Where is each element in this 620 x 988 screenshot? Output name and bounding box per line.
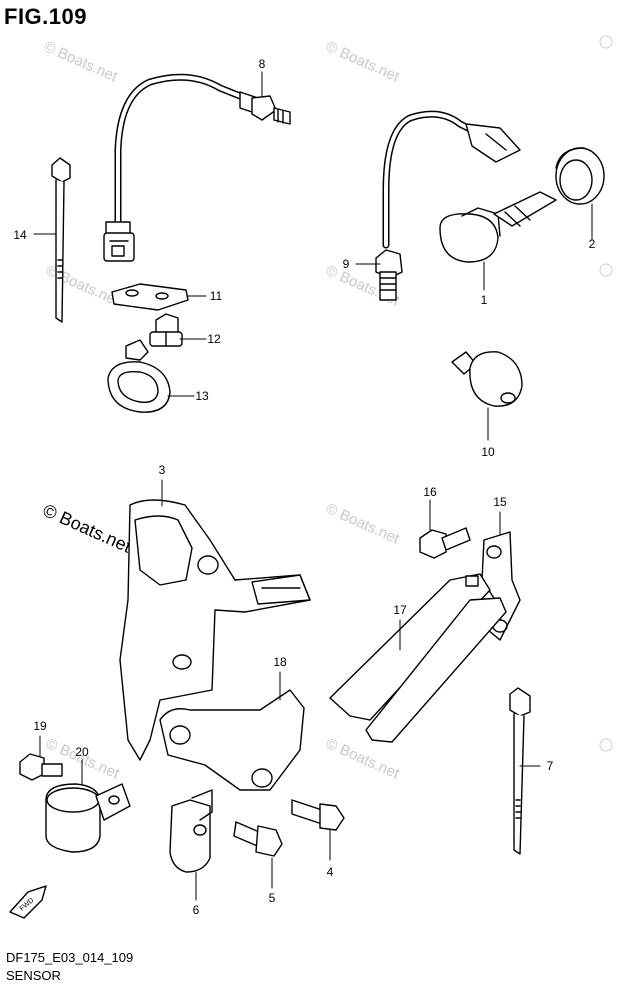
part-19-bolt	[19, 753, 63, 781]
callout-6: 6	[193, 903, 200, 917]
part-14-cable-tie	[51, 157, 71, 323]
part-4-bolt	[291, 799, 345, 831]
callout-15: 15	[493, 495, 507, 509]
callout-18: 18	[273, 655, 287, 669]
callout-4: 4	[327, 865, 334, 879]
callout-12: 12	[207, 332, 221, 346]
callout-11: 11	[210, 289, 223, 303]
callout-5: 5	[269, 891, 276, 905]
part-20-clamp	[45, 783, 131, 853]
part-2-grommet	[555, 147, 605, 205]
leader-lines	[33, 71, 593, 901]
fwd-arrow-icon	[9, 885, 47, 919]
part-11-plate	[111, 283, 189, 311]
part-16-bolt	[419, 527, 471, 559]
diagram-code: DF175_E03_014_109	[6, 950, 134, 965]
callout-7: 7	[547, 759, 554, 773]
part-9-sensor	[375, 249, 403, 301]
callout-20: 20	[75, 745, 89, 759]
part-8-sensor-harness	[103, 73, 291, 262]
section-name: SENSOR	[6, 968, 61, 983]
callout-2: 2	[589, 237, 596, 251]
part-1-sensor	[382, 110, 557, 263]
part-13-clamp	[107, 339, 171, 413]
part-3-bracket	[119, 499, 311, 761]
part-17-arm	[329, 573, 507, 743]
part-7-cable-tie	[509, 687, 531, 855]
callout-14: 14	[13, 228, 27, 242]
callout-17: 17	[393, 603, 407, 617]
part-6-clip	[169, 789, 213, 873]
callout-19: 19	[33, 719, 47, 733]
callout-13: 13	[195, 389, 209, 403]
part-5-bolt	[233, 821, 283, 857]
callout-16: 16	[423, 485, 437, 499]
callout-10: 10	[481, 445, 495, 459]
callout-3: 3	[159, 463, 166, 477]
watermark-marks	[599, 35, 613, 752]
callout-9: 9	[343, 257, 350, 271]
part-18-plate	[159, 689, 305, 791]
figure-title: FIG.109	[4, 4, 87, 29]
callout-8: 8	[259, 57, 266, 71]
callout-1: 1	[481, 293, 488, 307]
part-10-sensor	[451, 351, 523, 407]
part-12-bolt	[149, 313, 183, 347]
